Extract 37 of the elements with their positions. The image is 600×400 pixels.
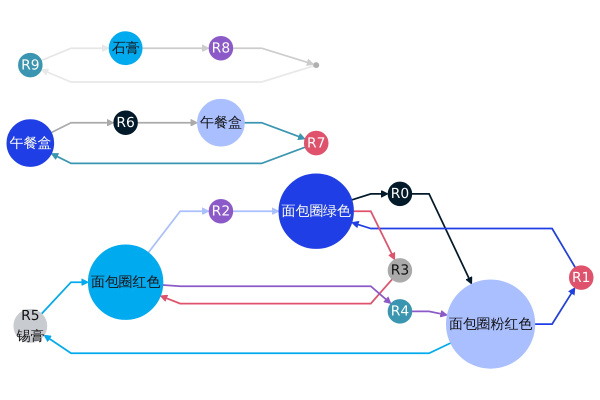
arrow bbox=[50, 118, 114, 134]
arrow bbox=[44, 334, 452, 354]
node-circle: 午餐盒 bbox=[197, 98, 245, 147]
node-circle: R6 bbox=[113, 110, 138, 135]
arrow bbox=[232, 47, 314, 66]
arrow bbox=[40, 44, 110, 62]
node-circle: R7 bbox=[304, 130, 328, 156]
arrow bbox=[412, 193, 472, 284]
node-circle: R8 bbox=[208, 36, 234, 60]
arrow bbox=[162, 284, 392, 304]
node-circle bbox=[313, 62, 320, 68]
arrow bbox=[160, 278, 393, 304]
arrow bbox=[50, 146, 306, 164]
arrow bbox=[534, 287, 576, 325]
arrow bbox=[137, 118, 198, 127]
arrow bbox=[351, 220, 576, 268]
arrow bbox=[353, 210, 396, 260]
node-circle: R5 锡膏 bbox=[13, 309, 48, 343]
node-circle: R2 bbox=[208, 198, 234, 224]
node-circle: R3 bbox=[388, 258, 412, 283]
arrow bbox=[232, 207, 280, 215]
arrow bbox=[412, 310, 448, 318]
node-circle: 石膏 bbox=[108, 31, 142, 66]
node-circle: 面包圈粉红色 bbox=[446, 279, 536, 369]
arrow bbox=[148, 207, 210, 254]
node-circle: R0 bbox=[388, 182, 412, 206]
arrow bbox=[40, 278, 89, 314]
node-circle: 面包圈绿色 bbox=[278, 174, 354, 249]
node-circle: R9 bbox=[18, 52, 43, 78]
node-circle: 午餐盒 bbox=[6, 119, 54, 167]
arrow bbox=[142, 44, 210, 52]
node-circle: R1 bbox=[568, 265, 594, 290]
node-circle: R4 bbox=[388, 299, 412, 324]
arrow bbox=[244, 122, 306, 140]
arrow bbox=[40, 65, 314, 83]
arrow bbox=[351, 190, 388, 201]
node-circle: 面包圈红色 bbox=[88, 244, 164, 320]
